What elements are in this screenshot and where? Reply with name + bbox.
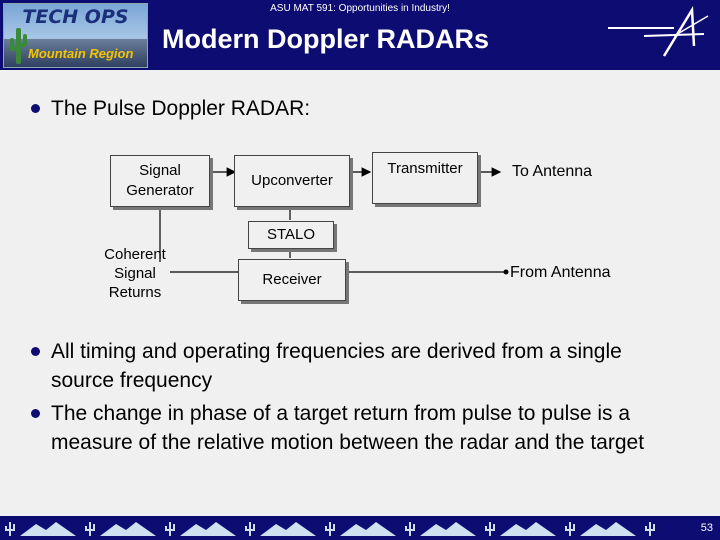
to-antenna-label: To Antenna (512, 163, 593, 180)
upconverter-box: Upconverter (234, 155, 350, 207)
cactus-mountain-border (5, 522, 655, 536)
stalo-box: STALO (248, 221, 334, 249)
bullet-1: The Pulse Doppler RADAR: (51, 97, 311, 120)
from-antenna-label: From Antenna (510, 264, 611, 281)
footer-bar: 53 (0, 516, 720, 540)
page-number: 53 (700, 522, 713, 534)
cactus-icon (10, 28, 27, 64)
junction-dot (503, 269, 509, 275)
bullet-2: All timing and operating frequencies are… (51, 340, 622, 392)
logo-line1: TECH OPS (22, 6, 129, 28)
receiver-box: Receiver (238, 259, 346, 301)
bullet-3: The change in phase of a target return f… (51, 402, 645, 454)
bullet-dot (31, 104, 40, 113)
bullet-dot (31, 347, 40, 356)
header-bar: TECH OPS Mountain Region ASU MAT 591: Op… (0, 0, 720, 70)
course-line: ASU MAT 591: Opportunities in Industry! (270, 3, 450, 14)
bullet-dot (31, 409, 40, 418)
tech-ops-logo: TECH OPS Mountain Region (3, 3, 148, 68)
slide-title: Modern Doppler RADARs (162, 24, 490, 54)
logo-line2: Mountain Region (28, 46, 134, 61)
signal-generator-box: Signal Generator (110, 155, 210, 207)
transmitter-box: Transmitter (372, 152, 478, 204)
coherent-returns-label: Coherent Signal Returns (104, 246, 166, 301)
star-logo-icon (608, 6, 709, 57)
